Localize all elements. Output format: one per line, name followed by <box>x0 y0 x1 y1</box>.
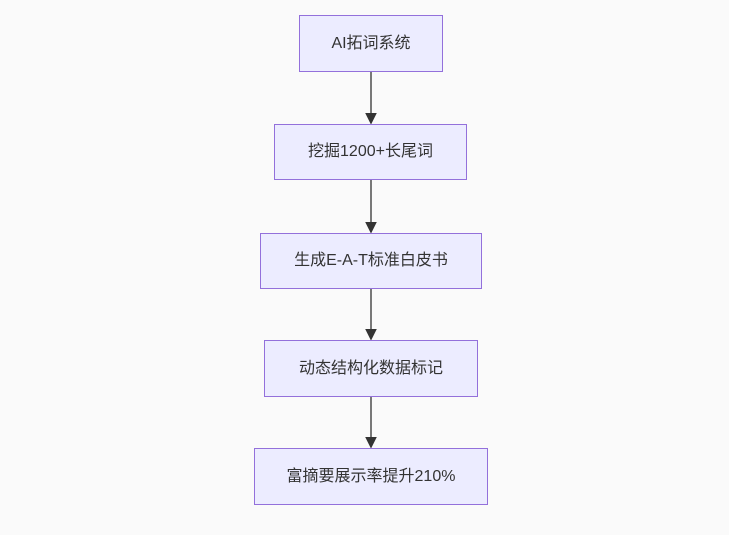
flow-node-step-5: 富摘要展示率提升210% <box>254 448 488 505</box>
flow-node-step-2: 挖掘1200+长尾词 <box>274 124 467 180</box>
flow-node-step-1: AI拓词系统 <box>299 15 443 72</box>
flow-node-label: 动态结构化数据标记 <box>298 359 443 377</box>
flow-node-label: 富摘要展示率提升210% <box>286 467 456 485</box>
flow-node-label: AI拓词系统 <box>331 34 411 52</box>
edge-arrow-1 <box>365 72 377 125</box>
edge-arrow-3 <box>365 289 377 341</box>
edge-arrow-4 <box>365 397 377 449</box>
edge-arrow-2 <box>365 180 377 234</box>
flow-node-label: 生成E-A-T标准白皮书 <box>294 252 448 270</box>
flow-node-step-3: 生成E-A-T标准白皮书 <box>260 233 482 289</box>
flow-node-label: 挖掘1200+长尾词 <box>308 143 433 161</box>
flow-node-step-4: 动态结构化数据标记 <box>264 340 478 397</box>
